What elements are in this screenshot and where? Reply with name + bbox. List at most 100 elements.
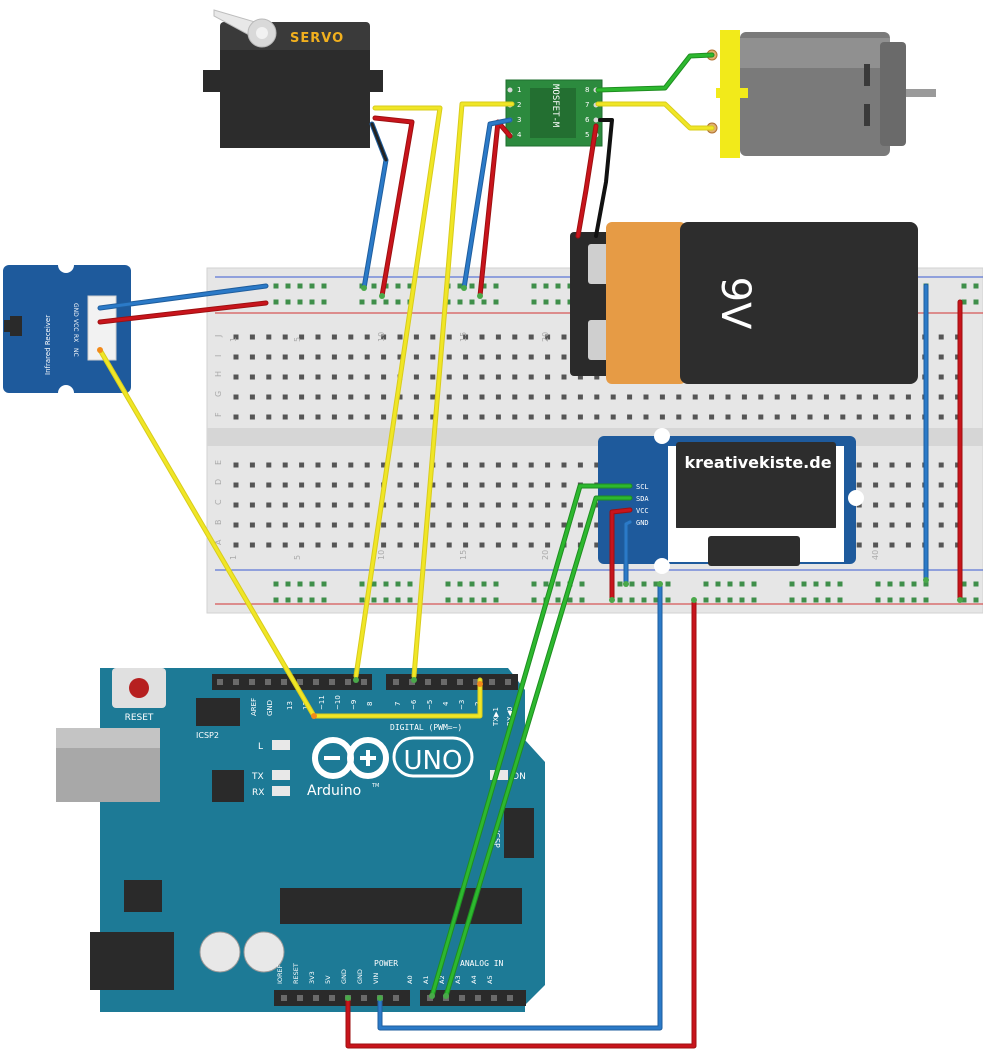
breadboard-hole [531,283,537,289]
breadboard-hole [531,299,537,305]
breadboard-hole [899,597,905,603]
breadboard-hole [495,414,501,420]
breadboard-hole [545,334,551,340]
breadboard-hole [430,502,436,508]
breadboard-hole [463,374,469,380]
breadboard-hole [381,462,387,468]
row-letter: H [214,371,223,377]
breadboard-hole [905,522,911,528]
dc-motor [706,30,936,158]
breadboard-row-letters: J I H G F E D C B A [214,335,223,545]
wire-oled-vcc [610,508,632,602]
mosfet-pin-label: 7 [585,101,589,109]
icsp-label: ICSP [492,830,501,848]
wire-battery-red [576,124,598,238]
breadboard-hole [758,394,764,400]
pin-label: ~5 [426,700,434,710]
breadboard-hole [709,394,715,400]
breadboard-hole [469,581,475,587]
breadboard-hole [249,394,255,400]
breadboard-hole [561,414,567,420]
header-pin [313,995,319,1001]
breadboard-hole [282,502,288,508]
breadboard-hole [692,414,698,420]
breadboard-hole [545,414,551,420]
breadboard-hole [282,482,288,488]
breadboard-hole [430,394,436,400]
breadboard-hole [413,374,419,380]
breadboard-hole [528,394,534,400]
breadboard-hole [774,414,780,420]
breadboard-hole [331,414,337,420]
breadboard-hole [446,482,452,488]
breadboard-hole [495,502,501,508]
breadboard-hole [561,394,567,400]
breadboard-hole [610,394,616,400]
breadboard-hole [397,522,403,528]
breadboard-hole [285,299,291,305]
breadboard-hole [430,522,436,528]
col-number: 10 [377,550,386,560]
breadboard-hole [282,374,288,380]
breadboard-hole [512,414,518,420]
pin-label: GND [356,969,364,984]
breadboard-hole [315,414,321,420]
breadboard-hole [321,283,327,289]
breadboard-hole [463,502,469,508]
breadboard-hole [703,581,709,587]
breadboard-hole [479,462,485,468]
breadboard-col-numbers-bottom: 1 5 10 15 20 40 [229,550,880,560]
breadboard-hole [905,542,911,548]
breadboard-hole [463,414,469,420]
pin-label: 3V3 [308,971,316,984]
breadboard-hole [413,334,419,340]
col-number: 15 [459,550,468,560]
breadboard-hole [789,581,795,587]
wire-battery-black [594,118,614,238]
battery-9v: 9V [570,222,918,384]
breadboard-hole [627,394,633,400]
breadboard-hole [495,482,501,488]
row-letter: G [214,391,223,397]
breadboard-hole [266,462,272,468]
wire-motor-green [595,52,715,93]
breadboard-hole [397,482,403,488]
breadboard-hole [629,597,635,603]
breadboard-hole [359,581,365,587]
breadboard-hole [561,502,567,508]
pin-label: A5 [486,975,494,984]
breadboard-hole [528,482,534,488]
header-pin [507,995,513,1001]
breadboard-hole [938,394,944,400]
header-pin [297,995,303,1001]
breadboard-hole [856,394,862,400]
breadboard-hole [528,522,534,528]
breadboard-hole [555,581,561,587]
breadboard-hole [233,334,239,340]
breadboard-hole [413,354,419,360]
breadboard-hole [961,299,967,305]
logo-model: UNO [404,746,463,776]
breadboard-hole [579,597,585,603]
breadboard-hole [430,374,436,380]
breadboard-hole [493,597,499,603]
breadboard-hole [479,522,485,528]
breadboard-hole [543,581,549,587]
breadboard-hole [463,542,469,548]
breadboard-hole [282,542,288,548]
breadboard-hole [348,414,354,420]
breadboard-hole [383,597,389,603]
breadboard-hole [348,462,354,468]
digital-label: DIGITAL (PWM=~) [390,723,462,732]
breadboard-hole [889,462,895,468]
breadboard-hole [973,581,979,587]
breadboard-hole [299,482,305,488]
breadboard-hole [397,394,403,400]
breadboard-hole [315,522,321,528]
breadboard-hole [479,354,485,360]
breadboard-hole [266,522,272,528]
mosfet-pin-label: 3 [517,116,521,124]
oled-pin-label: SCL [636,483,649,491]
breadboard-hole [321,581,327,587]
col-number: 20 [541,550,550,560]
